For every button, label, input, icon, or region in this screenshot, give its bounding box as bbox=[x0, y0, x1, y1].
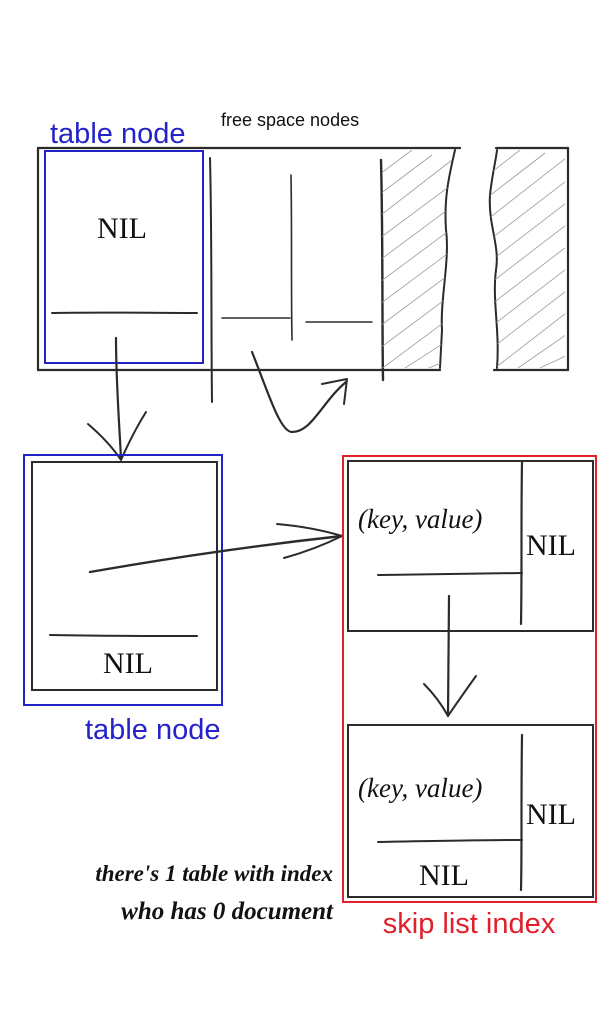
lower-table-node: NIL bbox=[23, 454, 223, 706]
caption-line-1: there's 1 table with index bbox=[95, 861, 333, 886]
hatched-used-region-b bbox=[489, 150, 565, 368]
table-node-label-top: table node bbox=[50, 118, 185, 150]
top-table-nil: NIL bbox=[97, 212, 147, 245]
top-table-node: NIL bbox=[44, 150, 204, 364]
table-node-link-arrow bbox=[87, 336, 147, 461]
storage-strip bbox=[36, 146, 570, 372]
free-space-nodes-label: free space nodes bbox=[221, 110, 359, 130]
skip-list-index-label: skip list index bbox=[383, 908, 556, 940]
table-node-label-bottom: table node bbox=[85, 714, 220, 746]
skip-node-2-nil-right: NIL bbox=[526, 798, 576, 831]
top-table-node-outline bbox=[44, 150, 204, 364]
lower-table-node-outline bbox=[23, 454, 223, 706]
lower-table-node-inner bbox=[31, 461, 218, 691]
hatched-used-region-a bbox=[382, 150, 455, 368]
caption-line-2: who has 0 document bbox=[121, 898, 334, 925]
lower-table-nil: NIL bbox=[103, 647, 153, 680]
skip-node-1-nil: NIL bbox=[526, 529, 576, 562]
skip-node-2: (key, value) NIL NIL bbox=[347, 724, 594, 898]
free-space-node-dividers bbox=[209, 149, 499, 434]
skip-node-1: (key, value) NIL bbox=[347, 460, 594, 632]
skip-node-1-key-value: (key, value) bbox=[358, 504, 482, 534]
skip-node-link-arrow bbox=[423, 594, 477, 718]
skip-node-2-nil-bottom: NIL bbox=[419, 859, 469, 892]
index-link-arrow bbox=[88, 523, 344, 574]
skip-node-2-key-value: (key, value) bbox=[358, 773, 482, 803]
skip-list-outline bbox=[342, 455, 597, 903]
skip-list-index: (key, value) NIL (key, value) NIL NIL bbox=[342, 455, 597, 903]
